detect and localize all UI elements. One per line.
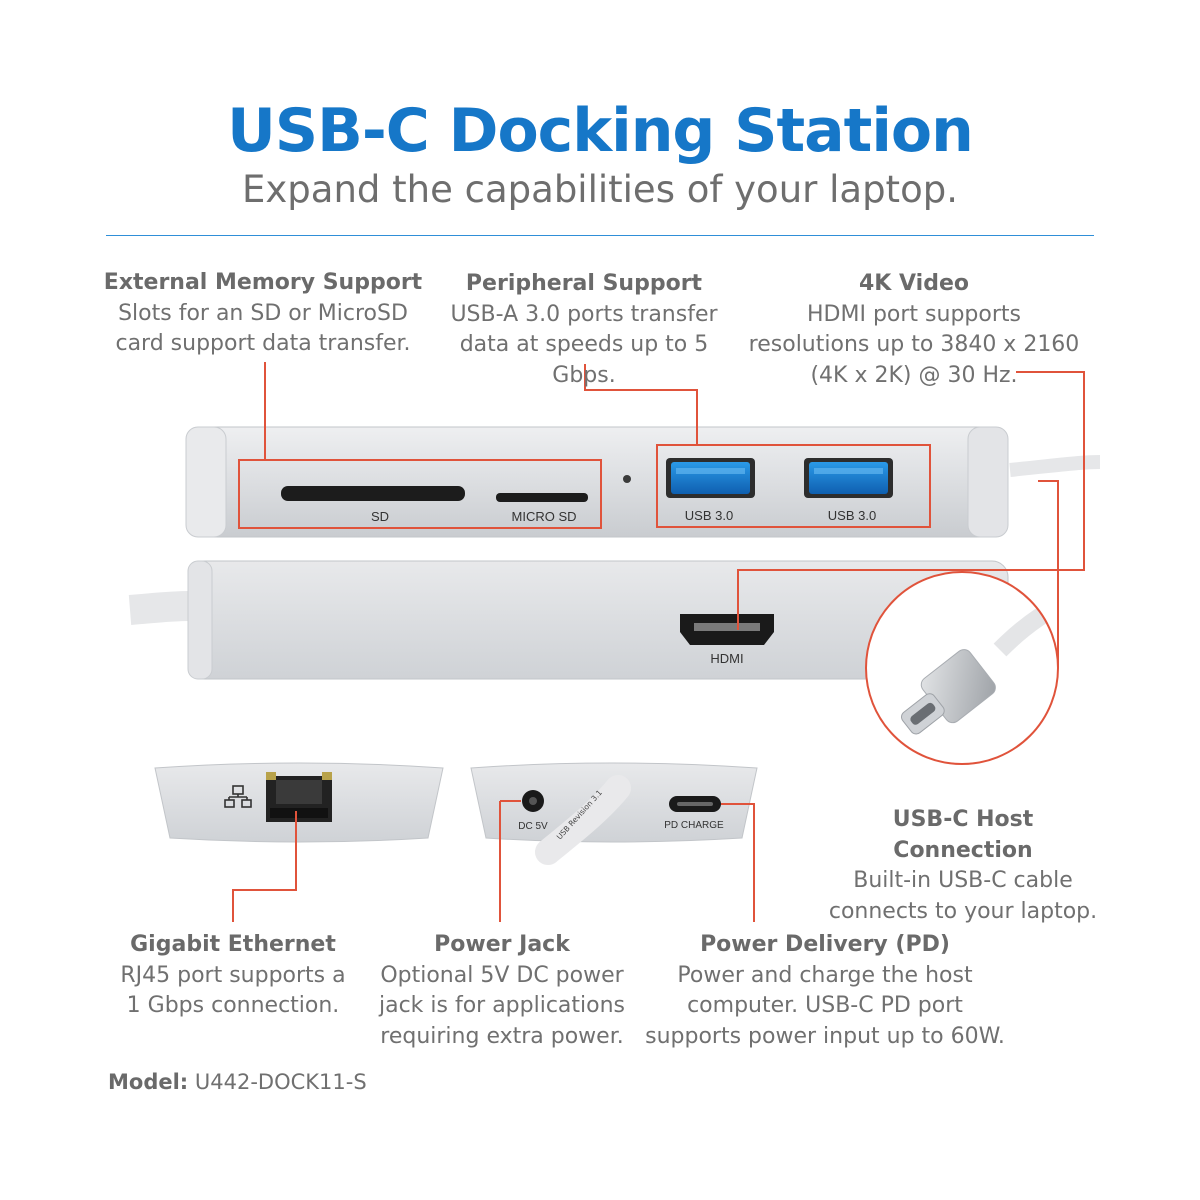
feature-peripheral-heading: Peripheral Support xyxy=(465,271,703,296)
feature-host-line-1: Built-in USB-C cable xyxy=(853,868,1073,893)
bottom-cable xyxy=(128,591,191,625)
status-led xyxy=(623,475,631,483)
model-value: U442-DOCK11-S xyxy=(194,1070,367,1094)
sd-label: SD xyxy=(371,509,389,524)
network-icon xyxy=(224,785,252,808)
usb-port-2 xyxy=(804,458,893,498)
power-end-view: DC 5V USB Revision 3.1 PD CHARGE xyxy=(470,762,758,865)
feature-power-delivery: Power Delivery (PD) Power and charge the… xyxy=(640,930,1010,1052)
feature-power-delivery-heading: Power Delivery (PD) xyxy=(700,932,950,957)
rj45-port xyxy=(266,772,332,822)
memory-callout-box xyxy=(238,459,602,529)
usb-label-2: USB 3.0 xyxy=(828,508,876,523)
feature-peripheral-line-1: USB-A 3.0 ports transfer xyxy=(450,301,718,327)
feature-power-jack-heading: Power Jack xyxy=(434,932,570,957)
feature-video-line-1: HDMI port supports xyxy=(807,301,1021,327)
feature-power-delivery-line-3: supports power input up to 60W. xyxy=(645,1023,1005,1049)
feature-ethernet: Gigabit Ethernet RJ45 port supports a 1 … xyxy=(98,930,368,1022)
micro-sd-slot xyxy=(496,493,588,502)
model-number: Model: U442-DOCK11-S xyxy=(108,1070,367,1094)
feature-memory-line-2: card support data transfer. xyxy=(115,331,411,356)
feature-host-line-2: connects to your laptop. xyxy=(828,898,1098,924)
callout-lines xyxy=(232,362,1085,922)
usb-callout-box xyxy=(656,444,931,528)
feature-power-jack-line-2: jack is for applications xyxy=(378,993,626,1018)
usb-port-1 xyxy=(666,458,755,498)
feature-power-jack: Power Jack Optional 5V DC power jack is … xyxy=(370,930,634,1052)
ethernet-end-view xyxy=(154,762,444,843)
feature-host-heading: USB-C Host Connection xyxy=(892,807,1034,863)
micro-sd-label: MICRO SD xyxy=(512,509,577,524)
feature-host: USB-C Host Connection Built-in USB-C cab… xyxy=(822,805,1104,927)
feature-power-delivery-line-1: Power and charge the host xyxy=(677,962,973,988)
top-cable xyxy=(1009,455,1101,477)
feature-power-jack-line-3: requiring extra power. xyxy=(380,1023,624,1049)
dock-side-view: HDMI xyxy=(187,560,1009,680)
feature-ethernet-line-2: 1 Gbps connection. xyxy=(126,993,340,1018)
page-subtitle: Expand the capabilities of your laptop. xyxy=(242,168,958,211)
usb-label-1: USB 3.0 xyxy=(685,508,733,523)
feature-memory-line-1: Slots for an SD or MicroSD xyxy=(118,300,408,326)
feature-peripheral: Peripheral Support USB-A 3.0 ports trans… xyxy=(426,269,742,391)
sd-slot xyxy=(281,486,465,501)
feature-video-heading: 4K Video xyxy=(859,271,969,296)
feature-power-delivery-line-2: computer. USB-C PD port xyxy=(687,993,963,1018)
model-label: Model: xyxy=(108,1070,189,1094)
feature-peripheral-line-2: data at speeds up to 5 Gbps. xyxy=(459,332,709,388)
hdmi-label: HDMI xyxy=(710,651,743,666)
pd-label: PD CHARGE xyxy=(664,820,724,831)
feature-video-line-3: (4K x 2K) @ 30 Hz. xyxy=(810,362,1018,388)
dock-top-view: SD MICRO SD USB 3.0 USB 3.0 xyxy=(185,426,1009,538)
usb-c-plug-detail xyxy=(865,571,1059,765)
feature-ethernet-line-1: RJ45 port supports a xyxy=(120,962,346,988)
dc-label: DC 5V xyxy=(518,821,548,832)
feature-video-line-2: resolutions up to 3840 x 2160 xyxy=(748,332,1080,357)
title-divider xyxy=(106,235,1094,236)
feature-video: 4K Video HDMI port supports resolutions … xyxy=(748,269,1080,391)
feature-memory-heading: External Memory Support xyxy=(103,270,423,295)
feature-power-jack-line-1: Optional 5V DC power xyxy=(380,962,624,988)
feature-memory: External Memory Support Slots for an SD … xyxy=(100,268,426,360)
feature-ethernet-heading: Gigabit Ethernet xyxy=(130,932,336,957)
page-title: USB-C Docking Station xyxy=(227,96,974,166)
